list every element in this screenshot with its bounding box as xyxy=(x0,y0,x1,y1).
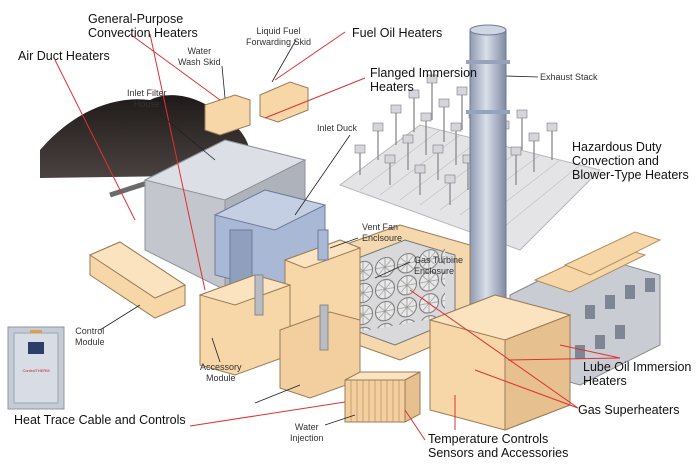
label-inlet-duck: Inlet Duck xyxy=(317,123,358,133)
label-inlet-filter: Inlet Filter House xyxy=(127,88,167,109)
label-water-injection: Water Injection xyxy=(290,422,324,443)
accessory-and-vent-buildings xyxy=(198,229,362,399)
panel-brand: ControlTHERM xyxy=(22,368,49,373)
label-flanged: Flanged Immersion Heaters xyxy=(370,66,477,94)
label-water-wash: Water Wash Skid xyxy=(178,46,221,67)
heat-trace-control-panel: ControlTHERM xyxy=(7,326,65,410)
label-hazardous: Hazardous Duty Convection and Blower-Typ… xyxy=(572,140,689,182)
label-lube-oil: Lube Oil Immersion Heaters xyxy=(583,360,692,388)
label-temp-controls: Temperature Controls Sensors and Accesso… xyxy=(428,432,569,460)
label-air-duct: Air Duct Heaters xyxy=(18,49,110,63)
label-general-purpose: General-Purpose Convection Heaters xyxy=(88,12,198,40)
label-control-module: Control Module xyxy=(75,326,105,347)
label-liquid-fuel: Liquid Fuel Forwarding Skid xyxy=(246,26,312,47)
red-leaders xyxy=(54,31,621,441)
label-fuel-oil: Fuel Oil Heaters xyxy=(352,26,443,40)
label-exhaust-stack: Exhaust Stack xyxy=(540,72,598,82)
control-module-building xyxy=(88,241,187,319)
gas-superheater-building xyxy=(428,294,572,431)
label-heat-trace: Heat Trace Cable and Controls xyxy=(14,413,186,427)
water-injection-skid xyxy=(344,371,421,423)
top-skids xyxy=(204,81,309,136)
label-gas-turbine: Gas Turbine Enclosure xyxy=(414,255,464,276)
label-gas-superheaters: Gas Superheaters xyxy=(578,403,680,417)
label-accessory-module: Accessory Module xyxy=(200,362,242,383)
label-vent-fan: Vent Fan Enclsoure xyxy=(362,222,403,243)
black-leaders xyxy=(99,39,539,426)
